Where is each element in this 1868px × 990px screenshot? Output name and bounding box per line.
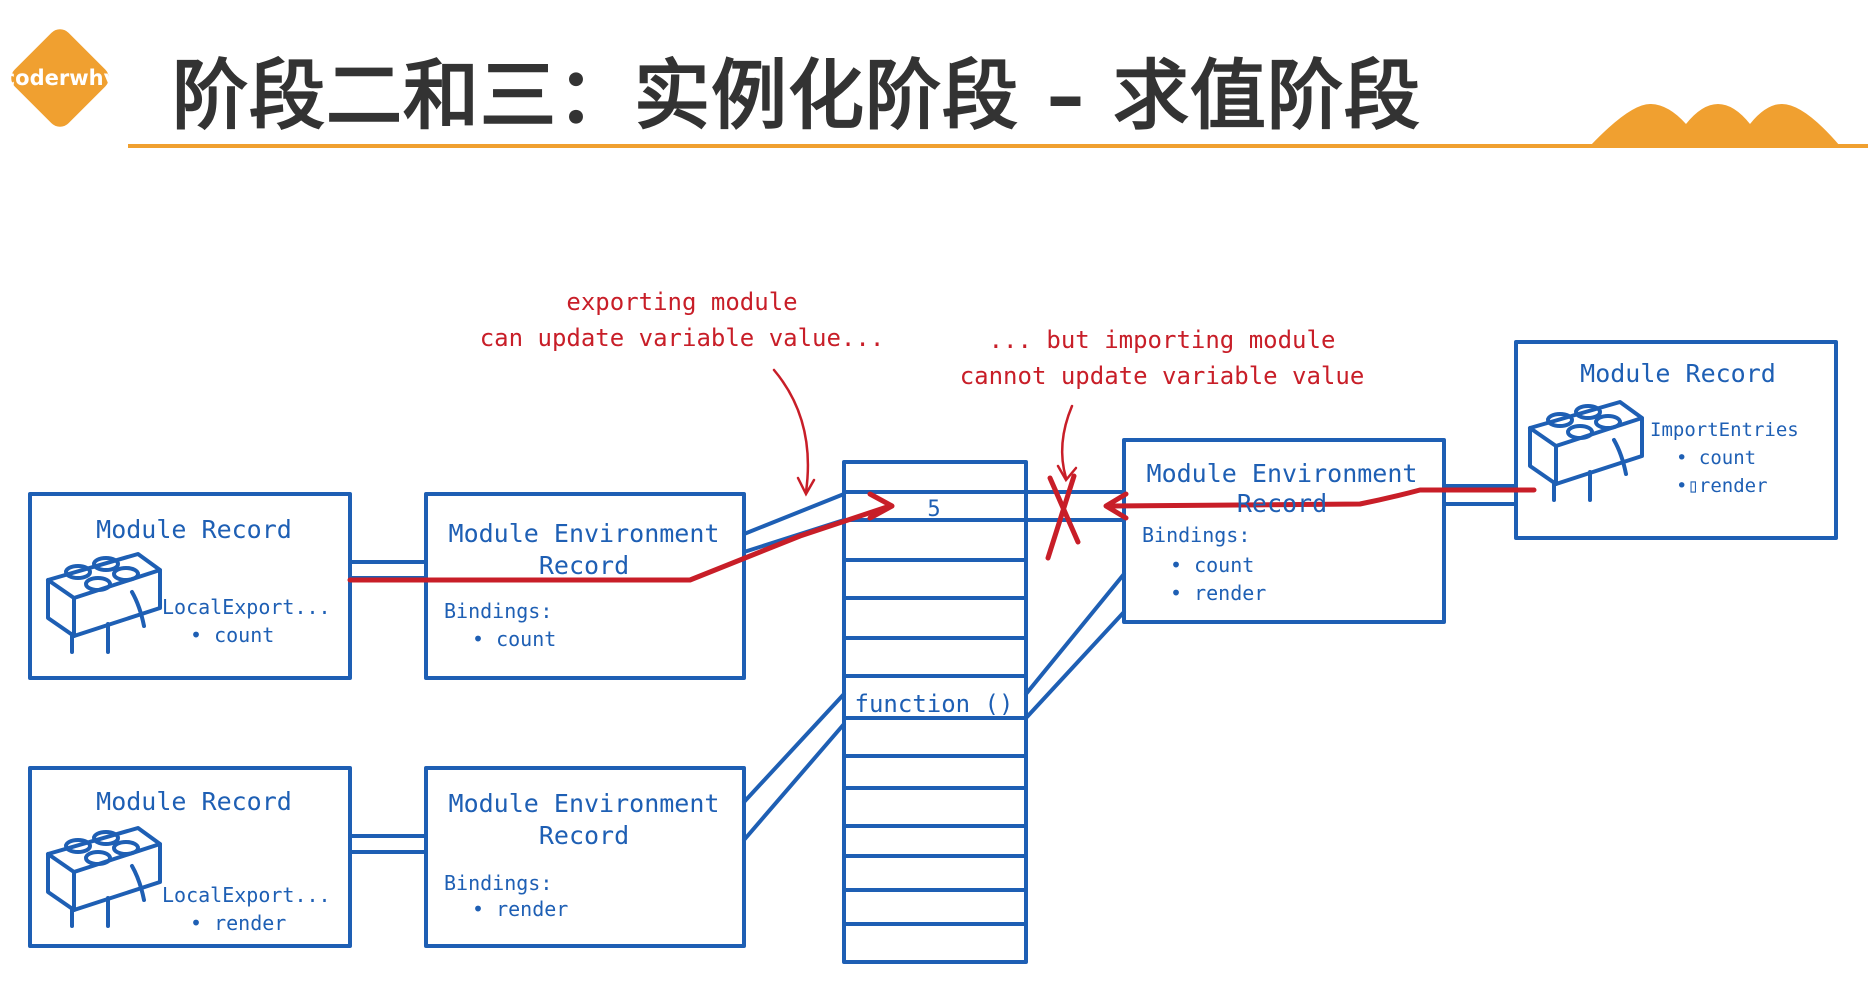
- module-record-top-title: Module Record: [96, 515, 292, 544]
- module-record-bottom-label: LocalExport...: [162, 883, 331, 907]
- lego-brick-icon: [46, 826, 162, 928]
- export-arrow: [347, 503, 893, 583]
- env-record-right-box: [1122, 438, 1446, 624]
- annotation-importing-line1: ... but importing module: [989, 326, 1336, 354]
- env-record-bottom-title-1: Module Environment: [449, 789, 720, 818]
- module-record-right-title: Module Record: [1580, 359, 1776, 388]
- module-record-right-item2: •▯render: [1676, 475, 1768, 497]
- module-record-right-box: [1514, 340, 1838, 540]
- env-record-top-bindings: Bindings:: [444, 599, 552, 623]
- connector-top: [348, 560, 428, 580]
- module-record-bottom-item: • render: [190, 911, 286, 935]
- logo-text: coderwhy: [2, 66, 118, 90]
- env-record-top-box: [424, 492, 746, 680]
- lego-brick-icon: [46, 552, 162, 654]
- env-record-right-title-2: Record: [1237, 489, 1327, 518]
- module-record-right-item1: • count: [1676, 447, 1756, 469]
- mountains-decoration-icon: [1590, 104, 1840, 146]
- module-record-top-box: [28, 492, 352, 680]
- export-arrowhead-icon: [867, 491, 895, 521]
- env-record-right-title-1: Module Environment: [1147, 459, 1418, 488]
- env-record-top-title-1: Module Environment: [449, 519, 720, 548]
- module-record-top-item: • count: [190, 623, 274, 647]
- title-divider: [128, 144, 1868, 148]
- module-record-bottom-title: Module Record: [96, 787, 292, 816]
- module-record-top-label: LocalExport...: [162, 595, 331, 619]
- import-annotation-pointer: [1060, 404, 1074, 480]
- header: coderwhy 阶段二和三：实例化阶段 – 求值阶段: [0, 0, 1868, 150]
- module-diagram: exporting module can update variable val…: [28, 288, 1838, 964]
- annotation-exporting-line2: can update variable value...: [480, 324, 885, 352]
- memory-cell-function: function (): [855, 690, 1014, 718]
- link-env-right-to-function: [1024, 572, 1126, 720]
- blocked-cross-icon: [1045, 473, 1081, 561]
- module-record-right-label: ImportEntries: [1650, 419, 1799, 441]
- lego-brick-icon: [1528, 400, 1644, 502]
- annotation-importing-line2: cannot update variable value: [960, 362, 1365, 390]
- env-record-top-title-2: Record: [539, 551, 629, 580]
- export-annotation-pointer: [772, 368, 810, 494]
- env-record-right-bindings: Bindings:: [1142, 523, 1250, 547]
- connector-right: [1442, 484, 1518, 506]
- env-record-right-item1: • count: [1170, 553, 1254, 577]
- link-env-right-to-cell: [1024, 490, 1126, 522]
- env-record-bottom-box: [424, 766, 746, 948]
- module-record-bottom-box: [28, 766, 352, 948]
- import-arrow: [1109, 487, 1537, 509]
- link-env-bottom-to-function: [742, 692, 846, 842]
- memory-cell-value: 5: [927, 497, 940, 522]
- link-env-top-to-cell: [742, 492, 846, 554]
- export-annotation-pointer-head: [796, 476, 816, 497]
- env-record-top-item: • count: [472, 627, 556, 651]
- logo-icon: [11, 29, 109, 127]
- env-record-bottom-bindings: Bindings:: [444, 871, 552, 895]
- env-record-bottom-item: • render: [472, 897, 568, 921]
- connector-bottom: [348, 834, 428, 854]
- import-annotation-pointer-head: [1056, 464, 1078, 483]
- env-record-right-item2: • render: [1170, 581, 1266, 605]
- env-record-bottom-title-2: Record: [539, 821, 629, 850]
- import-arrowhead-icon: [1103, 491, 1129, 521]
- annotation-exporting-line1: exporting module: [566, 288, 797, 316]
- page-title: 阶段二和三：实例化阶段 – 求值阶段: [172, 51, 1421, 140]
- memory-column: [842, 460, 1028, 964]
